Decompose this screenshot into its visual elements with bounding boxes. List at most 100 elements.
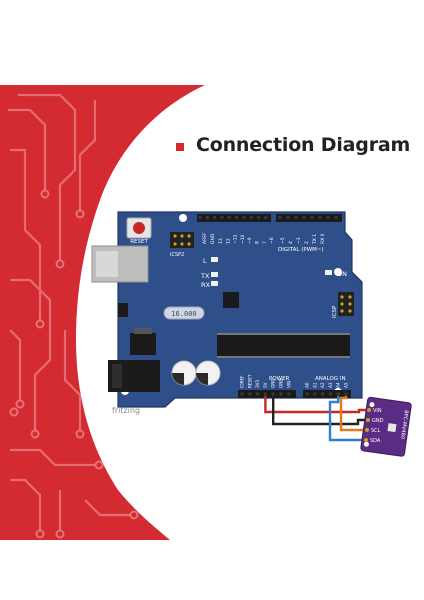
digital-pin-label: ~11 bbox=[233, 234, 239, 244]
reset-label: RESET bbox=[130, 239, 148, 245]
analog-pin-label: A5 bbox=[344, 382, 349, 388]
digital-pin-label: ~6 bbox=[269, 237, 275, 244]
digital-label: DIGITAL (PWM~) bbox=[278, 247, 324, 253]
sensor-pin bbox=[365, 428, 369, 432]
wire-a4-to-sda bbox=[328, 396, 366, 442]
led-l-label: L bbox=[203, 257, 207, 265]
analog-pin-label: A0 bbox=[305, 382, 310, 388]
power-pin-label: GND bbox=[279, 378, 284, 388]
digital-header-pin bbox=[256, 216, 260, 219]
bottom-header-pin bbox=[271, 392, 275, 396]
digital-header-pin bbox=[302, 216, 306, 219]
digital-header-right bbox=[276, 214, 342, 222]
icsp-header bbox=[338, 292, 354, 316]
power-pin-label: 5V bbox=[263, 382, 268, 388]
digital-header-pin bbox=[286, 216, 290, 219]
atmega-chip bbox=[217, 335, 350, 356]
digital-header-pin bbox=[310, 216, 314, 219]
led-l bbox=[211, 257, 218, 262]
digital-header-pin bbox=[318, 216, 322, 219]
analog-pin-label: A1 bbox=[312, 382, 317, 388]
digital-header-pin bbox=[326, 216, 330, 219]
digital-pin-label: ~9 bbox=[247, 237, 253, 244]
analog-pin-label: A2 bbox=[320, 382, 325, 388]
digital-pin-label: TX 1 bbox=[312, 234, 318, 245]
digital-pin-label: 4 bbox=[288, 241, 294, 244]
analog-header bbox=[303, 390, 351, 398]
power-pin-label: RESET bbox=[247, 374, 252, 388]
sensor-module bbox=[360, 396, 412, 457]
digital-pin-label: 12 bbox=[225, 238, 231, 244]
wire-a5-to-scl bbox=[339, 396, 367, 432]
digital-pin-label: ~10 bbox=[240, 234, 246, 244]
on-label: ON bbox=[337, 270, 347, 278]
bottom-header-pin bbox=[279, 392, 283, 396]
bottom-header-pin bbox=[336, 392, 340, 396]
power-header bbox=[238, 390, 296, 398]
digital-pin-label: 7 bbox=[262, 241, 268, 244]
power-label: POWER bbox=[269, 376, 290, 382]
bottom-header-pin bbox=[240, 392, 244, 396]
wires bbox=[264, 396, 369, 442]
brand-red-background bbox=[0, 85, 205, 540]
led-tx-label: TX bbox=[200, 272, 210, 280]
digital-pin-label: 13 bbox=[218, 238, 224, 244]
digital-header-pin bbox=[235, 216, 238, 219]
digital-header-pin bbox=[227, 216, 231, 219]
sensor-name: BPC-MV480 bbox=[399, 410, 409, 440]
digital-header-left bbox=[197, 214, 271, 222]
power-pin-label: GND bbox=[271, 378, 276, 388]
bottom-header-pin bbox=[321, 392, 325, 396]
usb-chip bbox=[223, 292, 239, 308]
led-rx bbox=[211, 281, 218, 286]
sensor-pin bbox=[367, 408, 371, 412]
digital-header-pin bbox=[220, 216, 224, 219]
digital-header-pin bbox=[264, 216, 268, 219]
digital-header-pin bbox=[242, 216, 246, 219]
arduino-board bbox=[117, 211, 363, 408]
digital-pin-label: 8 bbox=[255, 241, 261, 244]
crystal-oscillator bbox=[163, 306, 205, 320]
icsp2-header bbox=[170, 232, 194, 248]
digital-header bbox=[197, 214, 342, 222]
bottom-header-pin bbox=[248, 392, 252, 396]
power-pin-label: IOREF bbox=[240, 375, 245, 388]
sensor-pin bbox=[364, 438, 368, 442]
digital-pin-label: ~5 bbox=[280, 237, 286, 244]
sensor-pin-label: VIN bbox=[373, 408, 382, 414]
led-tx bbox=[211, 272, 218, 277]
digital-header-pin bbox=[213, 216, 217, 219]
digital-pin-label: RX 0 bbox=[320, 233, 326, 244]
aref-label: AREF bbox=[202, 232, 208, 244]
icsp2-label: ICSP2 bbox=[170, 252, 184, 258]
digital-header-pin bbox=[334, 216, 338, 219]
digital-header-pin bbox=[198, 216, 202, 219]
bottom-header-pin bbox=[305, 392, 309, 396]
sensor-pin-label: SCL bbox=[371, 428, 381, 434]
sensor-chip bbox=[387, 423, 397, 433]
circuit-pads-decoration bbox=[9, 189, 139, 539]
page-title: Connection Diagram bbox=[196, 134, 411, 156]
voltage-regulator bbox=[118, 303, 128, 317]
analog-pin-label: A3 bbox=[328, 382, 333, 388]
title-bullet bbox=[176, 143, 184, 151]
bottom-header-pin bbox=[256, 392, 260, 396]
power-pin-label: 3V3 bbox=[255, 379, 260, 388]
bottom-header-pin bbox=[287, 392, 291, 396]
bottom-header-pin bbox=[263, 392, 267, 396]
sensor-pin bbox=[366, 418, 370, 422]
led-on bbox=[325, 270, 332, 275]
analog-label: ANALOG IN bbox=[315, 376, 346, 382]
digital-header-pin bbox=[205, 216, 209, 219]
bottom-header-pin bbox=[344, 392, 348, 396]
circuit-traces-decoration bbox=[8, 93, 130, 530]
led-rx-label: RX bbox=[201, 281, 211, 289]
fritzing-watermark: fritzing bbox=[112, 406, 140, 415]
sensor-pin-label: GND bbox=[372, 418, 384, 424]
digital-pin-label: 2 bbox=[304, 241, 310, 244]
power-pin-label: VIN bbox=[286, 381, 291, 388]
digital-header-pin bbox=[278, 216, 282, 219]
digital-header-pin bbox=[294, 216, 298, 219]
analog-pin-label: A4 bbox=[336, 382, 341, 388]
